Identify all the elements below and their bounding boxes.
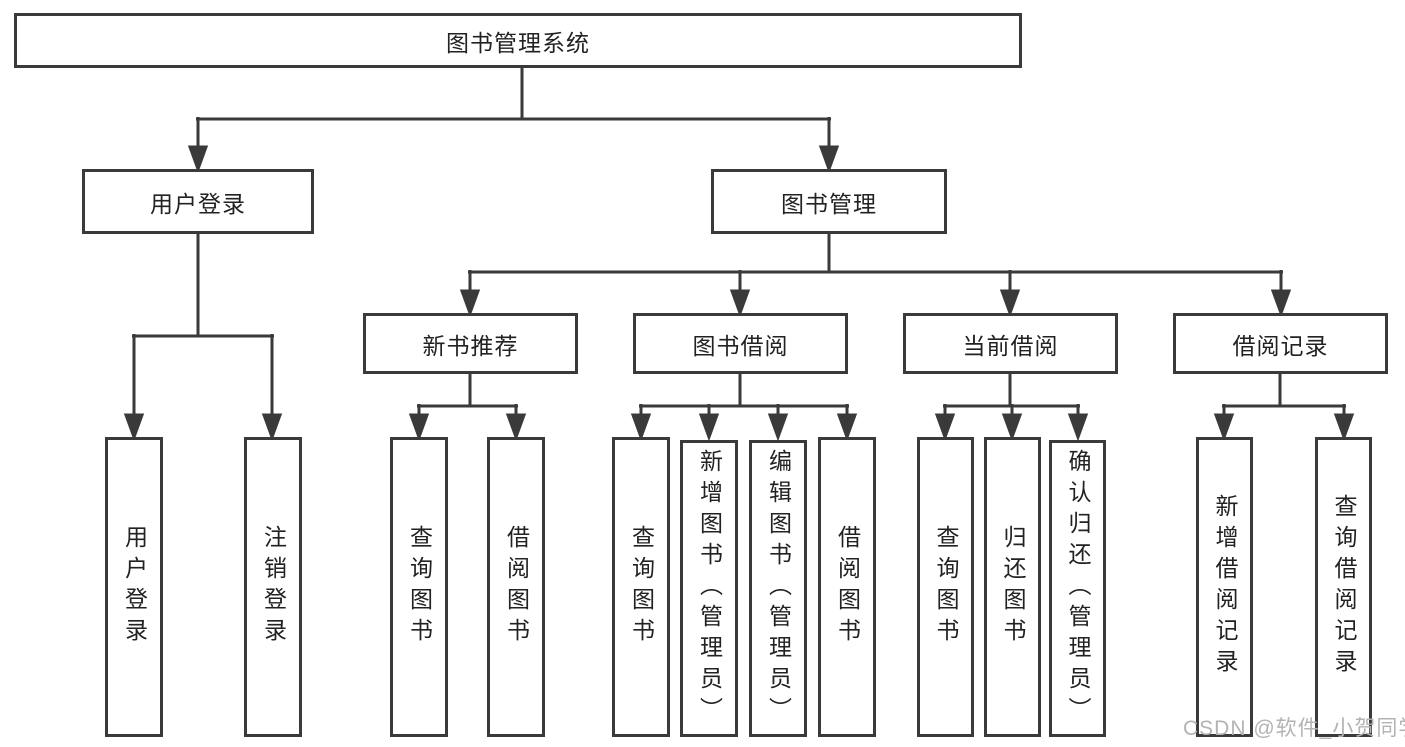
node-book-borrow-label: 图书借阅 [692,332,789,359]
node-records-add-record-label: 新增借阅记录 [1212,494,1238,680]
node-login-logout-label: 注销登录 [260,525,287,649]
connector-login-to-leaves [123,234,283,442]
node-borrow-add-books-admin: 新增图书（管理员） [680,440,738,737]
node-current-return-books-label: 归还图书 [1000,525,1026,649]
node-root-label: 图书管理系统 [446,29,590,56]
node-book-mgmt-label: 图书管理 [781,190,877,217]
node-newbooks-query-books: 查询图书 [390,437,448,737]
node-book-borrow: 图书借阅 [633,313,848,374]
connector-current-to-leaves [934,374,1089,442]
node-borrow-records: 借阅记录 [1173,313,1388,374]
node-user-login-label: 用户登录 [150,190,246,217]
node-user-login: 用户登录 [82,169,314,234]
node-records-query-record-label: 查询借阅记录 [1331,494,1357,680]
node-new-books: 新书推荐 [363,313,578,374]
connector-root-to-level1 [187,68,840,174]
connector-bookmgmt-to-level2 [459,234,1292,318]
node-borrow-add-books-admin-label: 新增图书（管理员） [696,449,723,728]
node-newbooks-query-books-label: 查询图书 [406,525,433,649]
node-new-books-label: 新书推荐 [422,332,519,359]
node-current-query-books: 查询图书 [917,437,974,737]
connector-records-to-leaves [1213,374,1355,442]
node-current-return-books: 归还图书 [984,437,1041,737]
node-login-logout: 注销登录 [244,437,302,737]
csdn-watermark: CSDN @软件_小贺同学 [1183,717,1405,740]
node-borrow-query-books-label: 查询图书 [628,525,655,649]
node-borrow-query-books: 查询图书 [612,437,670,737]
node-borrow-borrow-books: 借阅图书 [818,437,876,737]
node-current-borrow-label: 当前借阅 [962,332,1059,359]
node-root: 图书管理系统 [14,13,1022,68]
node-records-query-record: 查询借阅记录 [1315,437,1372,737]
node-borrow-borrow-books-label: 借阅图书 [834,525,861,649]
node-newbooks-borrow-books-label: 借阅图书 [503,525,530,649]
node-borrow-records-label: 借阅记录 [1232,332,1329,359]
node-current-confirm-return-admin-label: 确认归还（管理员） [1065,449,1091,728]
connector-borrow-to-leaves [630,374,858,442]
node-newbooks-borrow-books: 借阅图书 [487,437,545,737]
node-current-confirm-return-admin: 确认归还（管理员） [1049,440,1106,737]
node-borrow-edit-books-admin-label: 编辑图书（管理员） [765,449,792,728]
node-book-mgmt: 图书管理 [711,169,947,234]
node-records-add-record: 新增借阅记录 [1196,437,1253,737]
node-current-borrow: 当前借阅 [903,313,1118,374]
node-current-query-books-label: 查询图书 [933,525,959,649]
connector-newbooks-to-leaves [408,374,527,442]
node-login-do-login-label: 用户登录 [121,525,148,649]
node-borrow-edit-books-admin: 编辑图书（管理员） [749,440,807,737]
node-login-do-login: 用户登录 [105,437,163,737]
